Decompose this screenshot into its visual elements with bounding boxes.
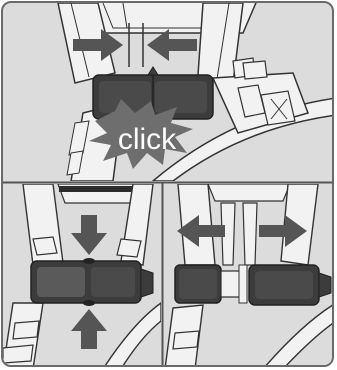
buckle-instruction-diagram: click: [3, 3, 334, 367]
panel-bottom-left: [3, 184, 161, 367]
panel-bottom-right: [164, 184, 334, 367]
click-label: click: [118, 123, 177, 156]
panel-top: click: [58, 3, 334, 181]
buckle-press: [31, 258, 153, 306]
buckle-left-half: [175, 265, 221, 303]
arrow-left-icon: [147, 29, 197, 61]
illustration-frame: click: [1, 1, 334, 367]
buckle-right-half: [249, 265, 331, 305]
